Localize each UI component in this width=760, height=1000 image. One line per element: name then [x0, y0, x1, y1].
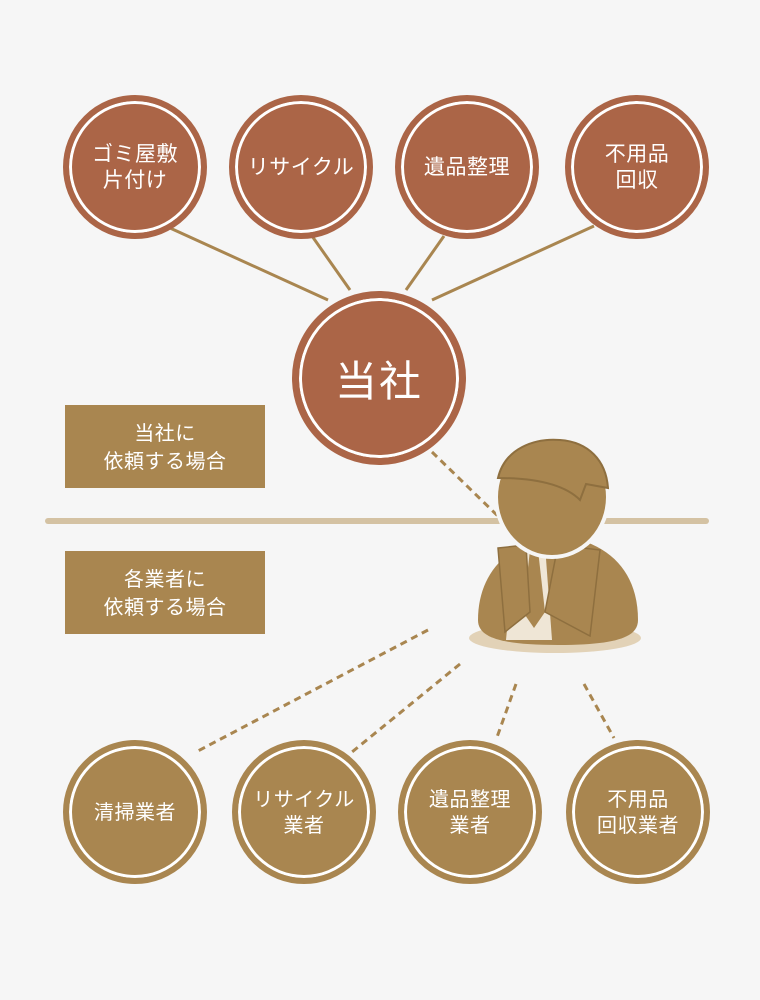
- vendor-label-line: 回収業者: [597, 813, 679, 837]
- service-label-line: リサイクル: [247, 155, 355, 179]
- center-company-label: 当社: [334, 356, 423, 406]
- label-our-company: 当社に 依頼する場合: [65, 405, 265, 488]
- service-label-line: 片付け: [102, 168, 168, 192]
- service-circle-fuyouhin: 不用品 回収: [565, 95, 709, 239]
- vendor-label-line: 遺品整理: [429, 787, 511, 811]
- connector-bottom-4: [582, 683, 616, 739]
- connector-top-3: [404, 235, 446, 291]
- vendor-circle-fuyouhin: 不用品 回収業者: [566, 740, 710, 884]
- vendor-label-line: 業者: [283, 813, 325, 837]
- connector-bottom-3: [494, 683, 518, 741]
- service-label-line: 遺品整理: [424, 155, 510, 179]
- vendor-circle-cleaning: 清掃業者: [63, 740, 207, 884]
- label-each-vendor: 各業者に 依頼する場合: [65, 551, 265, 634]
- connector-top-1: [169, 226, 329, 302]
- vendor-label-line: 清掃業者: [94, 800, 176, 824]
- vendor-circle-recycle: リサイクル 業者: [232, 740, 376, 884]
- service-circle-recycle: リサイクル: [229, 95, 373, 239]
- vendor-circle-ihin-seiri: 遺品整理 業者: [398, 740, 542, 884]
- solid-connectors: [169, 224, 595, 302]
- service-label-line: 不用品: [604, 142, 670, 166]
- connector-top-2: [310, 235, 352, 291]
- vendor-label-line: 不用品: [607, 787, 669, 811]
- connector-center-person: [430, 450, 504, 522]
- service-label-line: ゴミ屋敷: [92, 142, 178, 166]
- label-line: 各業者に: [124, 566, 206, 591]
- service-circle-gomi-yashiki: ゴミ屋敷 片付け: [63, 95, 207, 239]
- center-company-circle: 当社: [292, 291, 466, 465]
- dashed-connectors: [195, 450, 616, 754]
- label-line: 依頼する場合: [103, 594, 227, 619]
- connector-bottom-2: [351, 662, 461, 754]
- service-label-line: 回収: [615, 168, 659, 192]
- vendor-label-line: リサイクル: [253, 787, 355, 811]
- vendor-label-line: 業者: [449, 813, 491, 837]
- businessman-icon: [469, 435, 641, 653]
- connector-top-4: [431, 224, 595, 302]
- label-line: 依頼する場合: [103, 448, 227, 473]
- label-line: 当社に: [134, 420, 196, 445]
- service-circle-ihin-seiri: 遺品整理: [395, 95, 539, 239]
- connector-bottom-1: [195, 628, 429, 754]
